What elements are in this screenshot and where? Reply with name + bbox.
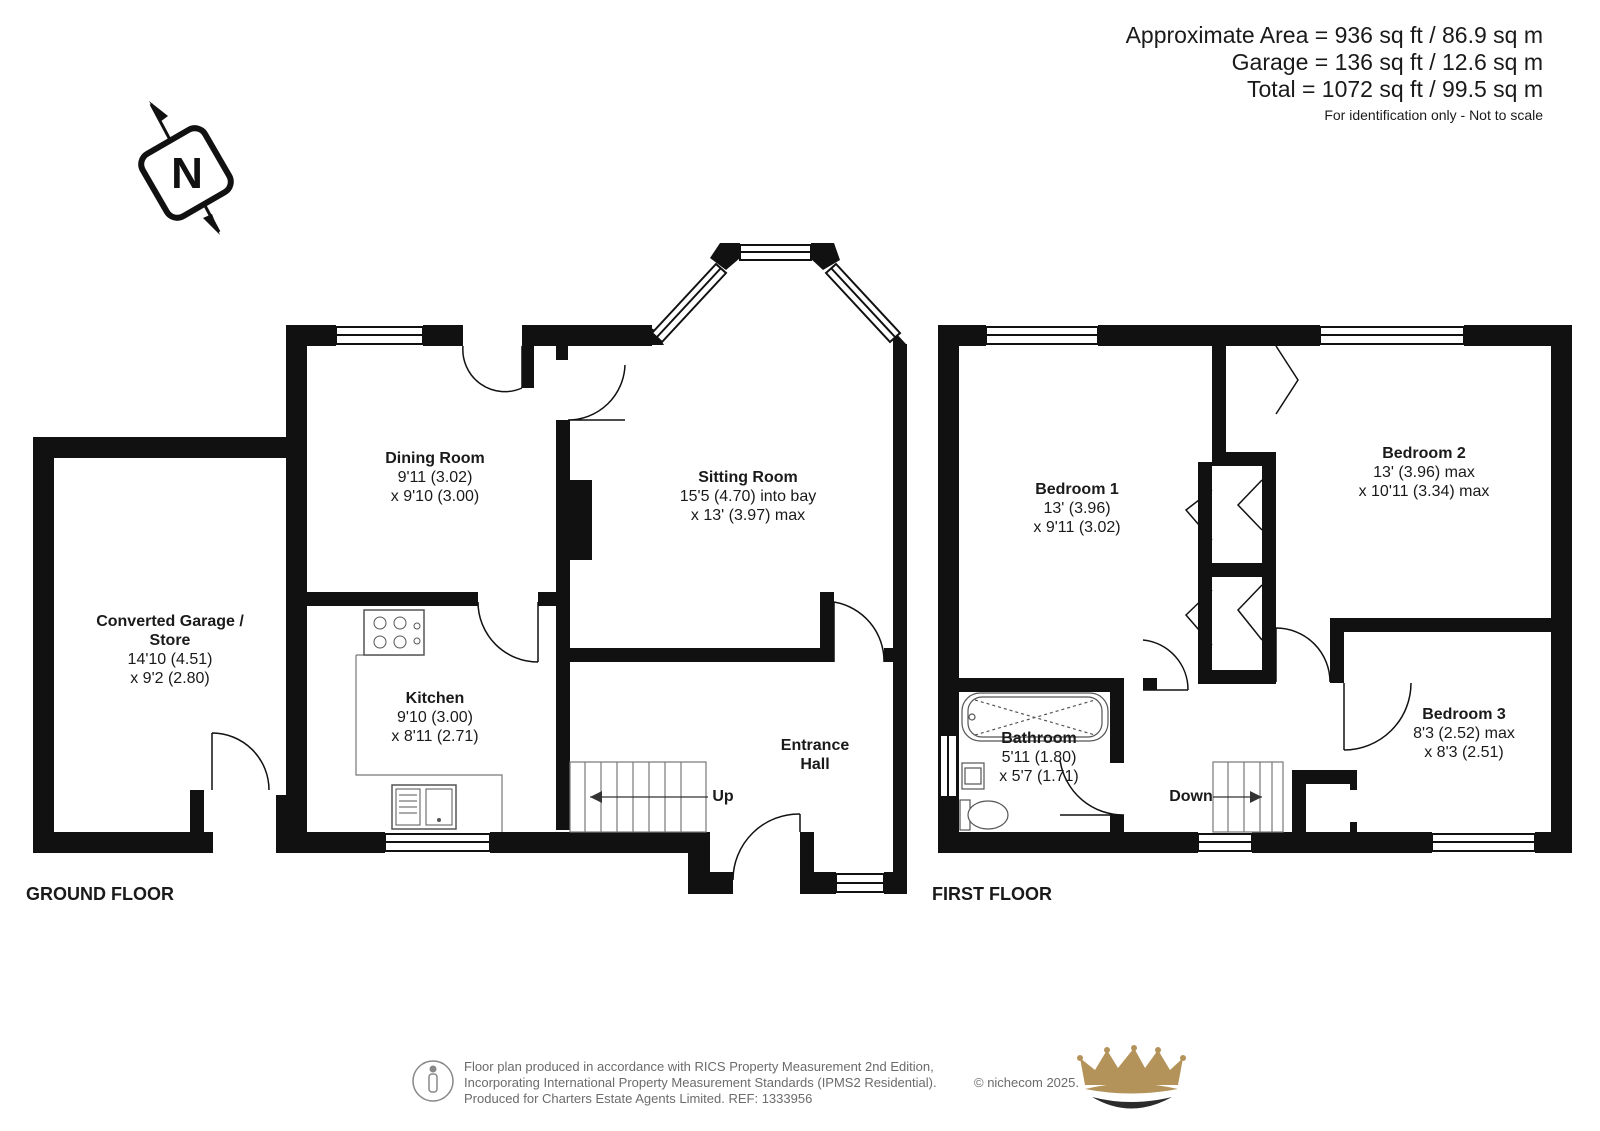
garage-area-text: Garage = 136 sq ft / 12.6 sq m xyxy=(1231,49,1543,75)
compass-letter: N xyxy=(171,149,203,198)
kitchen-dim-1: 9'10 (3.00) xyxy=(397,709,473,726)
bedroom-2-dim-2: x 10'11 (3.34) max xyxy=(1359,483,1490,500)
bedroom-2-dim-1: 13' (3.96) max xyxy=(1373,464,1475,481)
footer: Floor plan produced in accordance with R… xyxy=(464,1059,1079,1107)
dining-room-dim-1: 9'11 (3.02) xyxy=(398,469,473,486)
bath-icon xyxy=(961,692,1109,742)
basin-icon xyxy=(961,762,985,790)
north-arrow-icon: N xyxy=(138,101,234,235)
crown-logo xyxy=(1077,1045,1186,1109)
footer-line-1: Floor plan produced in accordance with R… xyxy=(464,1059,934,1074)
garage-name-2: Store xyxy=(150,632,191,649)
sitting-room-name: Sitting Room xyxy=(698,469,798,486)
approximate-area-text: Approximate Area = 936 sq ft / 86.9 sq m xyxy=(1125,22,1543,48)
person-measure-icon xyxy=(412,1060,454,1102)
garage-dim-2: x 9'2 (2.80) xyxy=(130,670,210,687)
stairs-down-label: Down xyxy=(1169,788,1213,805)
toilet-icon xyxy=(959,799,1009,831)
garage-name-1: Converted Garage / xyxy=(96,613,244,630)
sitting-room-dim-2: x 13' (3.97) max xyxy=(691,507,805,524)
not-to-scale-note: For identification only - Not to scale xyxy=(1324,107,1543,123)
ground-floor-label: GROUND FLOOR xyxy=(26,884,174,904)
footer-line-2: Incorporating International Property Mea… xyxy=(464,1075,937,1090)
bedroom-2-name: Bedroom 2 xyxy=(1382,445,1466,462)
area-summary: Approximate Area = 936 sq ft / 86.9 sq m… xyxy=(1126,22,1543,123)
bedroom-3-name: Bedroom 3 xyxy=(1422,706,1506,723)
bedroom-3-dim-2: x 8'3 (2.51) xyxy=(1424,744,1504,761)
bedroom-1-dim-1: 13' (3.96) xyxy=(1043,500,1110,517)
dining-room-name: Dining Room xyxy=(385,450,485,467)
footer-line-3: Produced for Charters Estate Agents Limi… xyxy=(464,1091,813,1106)
bathroom-dim-1: 5'11 (1.80) xyxy=(1002,749,1077,766)
hob-icon xyxy=(363,609,425,656)
first-floor-stairs xyxy=(1212,761,1284,833)
first-floor-doors xyxy=(1059,345,1412,816)
bathroom-dim-2: x 5'7 (1.71) xyxy=(999,768,1079,785)
bedroom-3-dim-1: 8'3 (2.52) max xyxy=(1413,725,1515,742)
first-floor-windows xyxy=(939,326,1536,852)
first-floor-label: FIRST FLOOR xyxy=(932,884,1052,904)
stairs-up-label: Up xyxy=(712,788,734,805)
ground-floor-doors xyxy=(211,345,885,881)
sink-icon xyxy=(391,784,457,830)
total-area-text: Total = 1072 sq ft / 99.5 sq m xyxy=(1247,76,1543,102)
kitchen-name: Kitchen xyxy=(406,690,465,707)
entrance-hall-name-2: Hall xyxy=(800,756,829,773)
bathroom-name: Bathroom xyxy=(1001,730,1077,747)
ground-floor-stairs xyxy=(569,761,708,833)
kitchen-dim-2: x 8'11 (2.71) xyxy=(391,728,478,745)
ground-floor-windows xyxy=(335,244,902,893)
garage-dim-1: 14'10 (4.51) xyxy=(128,651,213,668)
entrance-hall-name-1: Entrance xyxy=(781,737,850,754)
dining-room-dim-2: x 9'10 (3.00) xyxy=(391,488,479,505)
sitting-room-dim-1: 15'5 (4.70) into bay xyxy=(680,488,816,505)
footer-copyright: © nichecom 2025. xyxy=(974,1075,1079,1090)
first-floor-walls xyxy=(938,325,1572,853)
ground-floor-walls xyxy=(33,243,907,894)
bedroom-1-name: Bedroom 1 xyxy=(1035,481,1119,498)
bedroom-1-dim-2: x 9'11 (3.02) xyxy=(1033,519,1120,536)
